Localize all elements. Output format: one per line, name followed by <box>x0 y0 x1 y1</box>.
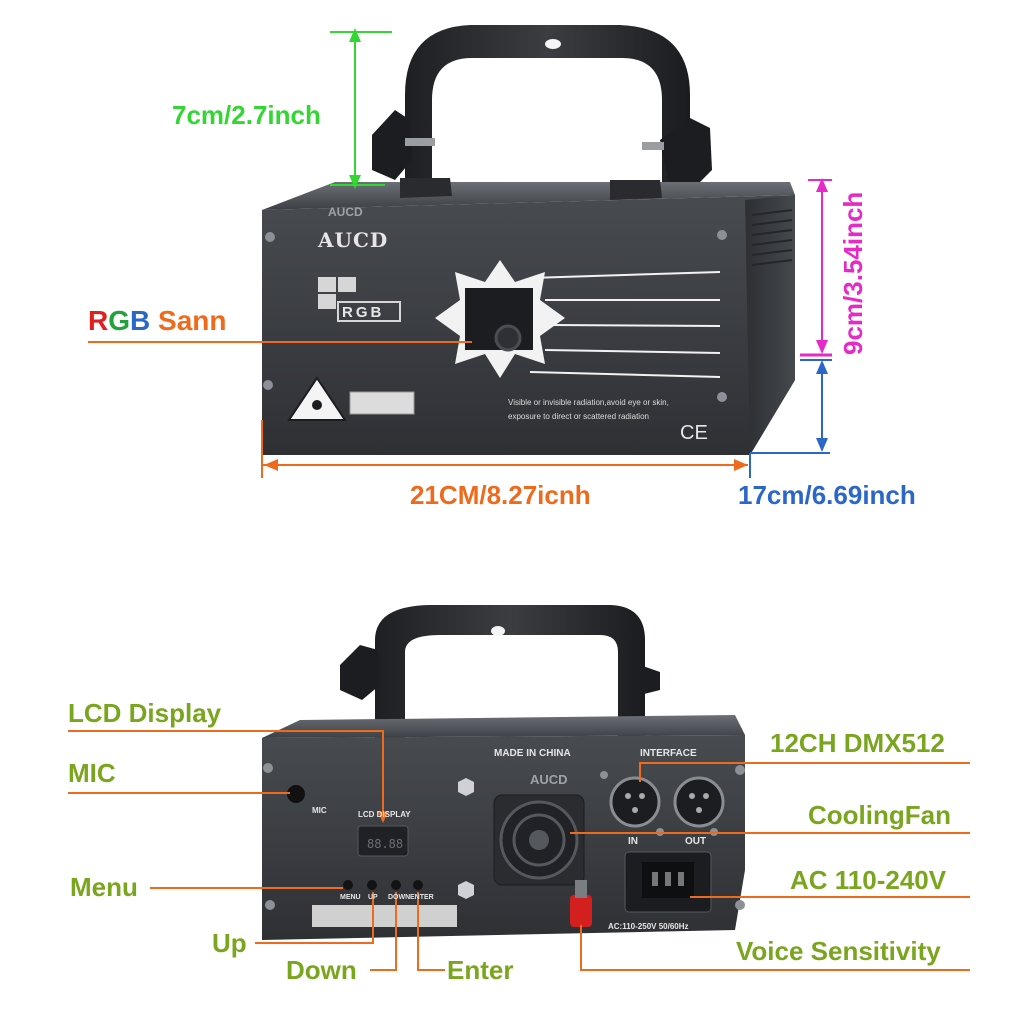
out-label: OUT <box>685 836 707 847</box>
lcd-digits: 88.88 <box>367 837 403 851</box>
watermark-2: AUCD <box>530 772 568 787</box>
rgb-g: G <box>108 305 131 336</box>
dimension-handle-height <box>330 31 392 186</box>
ce-mark: CE <box>680 422 708 444</box>
lcd-screen <box>357 825 409 857</box>
in-label: IN <box>628 836 638 847</box>
rgb-badge: RGB <box>342 304 385 321</box>
dimension-depth <box>749 359 832 478</box>
rgb-b: B <box>130 305 151 336</box>
enter-callout: Enter <box>447 955 514 985</box>
dimension-width <box>261 420 748 478</box>
panel-buttons <box>343 880 423 890</box>
fan-callout: CoolingFan <box>808 800 951 830</box>
warning-line-2: exposure to direct or scattered radiatio… <box>508 412 649 421</box>
down-btn-label: DOWN <box>388 894 411 901</box>
handle-height-label: 7cm/2.7inch <box>172 100 321 130</box>
ac-power-socket <box>624 851 712 913</box>
mic-callout: MIC <box>68 758 116 788</box>
top-side-panel <box>745 195 795 455</box>
up-callout: Up <box>212 928 247 958</box>
mic-panel-label: MIC <box>312 806 327 815</box>
voice-callout: Voice Sensitivity <box>736 936 941 966</box>
menu-btn-label: MENU <box>340 894 361 901</box>
cooling-fan <box>493 794 585 886</box>
power-rating: AC:110-250V 50/60Hz <box>608 922 689 931</box>
ac-callout: AC 110-240V <box>790 865 947 895</box>
voice-sensitivity-knob <box>570 880 592 927</box>
menu-callout: Menu <box>70 872 138 902</box>
made-in-label: MADE IN CHINA <box>494 748 571 759</box>
warning-line-1: Visible or invisible radiation,avoid eye… <box>508 398 669 407</box>
top-handle <box>372 25 712 200</box>
enter-btn-label: ENTER <box>410 894 434 901</box>
rgb-logo-block <box>318 277 401 322</box>
dmx-callout: 12CH DMX512 <box>770 728 945 758</box>
rgb-sann-label: RGB Sann <box>88 305 226 337</box>
callout-leaders <box>68 730 970 971</box>
rgb-rest: Sann <box>150 305 227 336</box>
dmx-connectors <box>609 776 725 828</box>
width-label: 21CM/8.27icnh <box>410 480 591 510</box>
lcd-display-label: LCD DISPLAY <box>358 810 411 819</box>
certification-strip <box>312 905 457 927</box>
lcd-display-callout: LCD Display <box>68 698 222 728</box>
watermark: AUCD <box>328 205 363 219</box>
dimension-height <box>800 179 832 357</box>
interface-label: INTERFACE <box>640 748 697 759</box>
down-callout: Down <box>286 955 357 985</box>
up-btn-label: UP <box>368 894 378 901</box>
laser-warning-triangle <box>287 376 415 421</box>
top-body-top <box>262 182 795 210</box>
rgb-r: R <box>88 305 109 336</box>
depth-label: 17cm/6.69inch <box>738 480 916 510</box>
height-label: 9cm/3.54inch <box>838 191 868 355</box>
brand-logo: AUCD <box>318 228 389 252</box>
mic-hole <box>287 785 305 803</box>
top-screws <box>263 230 727 402</box>
laser-aperture <box>435 260 721 378</box>
